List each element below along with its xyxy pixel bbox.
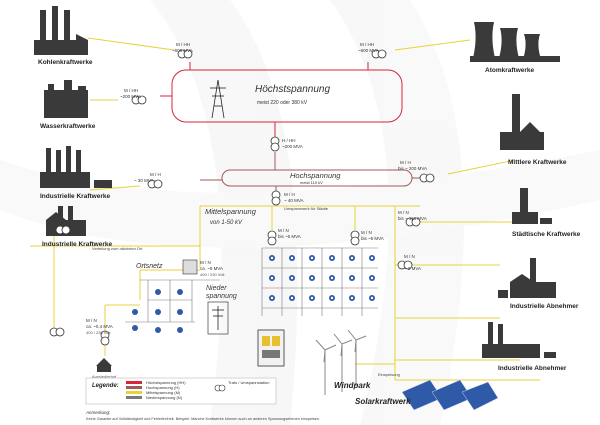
legend-item-0: Höchstspannung (HH)	[146, 380, 186, 385]
umspannwerk-label: Umspannwerk für Städte	[284, 206, 329, 211]
nieder-pylon-icon	[207, 301, 229, 335]
staedtisch-label: Städtische Kraftwerke	[512, 231, 581, 238]
legend-swatch-2	[126, 391, 142, 394]
t8-l2: bis ~ 110 MVA	[398, 216, 427, 221]
t1-l2: ~600 MVA	[172, 48, 193, 53]
t7-l2: ~ 40 MVA	[284, 198, 304, 203]
legend-swatch-3	[126, 396, 142, 399]
aussiedlerhof-icon	[96, 358, 112, 372]
t10-l2: bis ~5 MVA	[361, 236, 384, 241]
legend-item-2: Mittelspannung (M)	[146, 390, 181, 395]
t11-l2: ca. ~5 MVA	[200, 266, 223, 271]
t13-l2: ca. ~0,4 MVA	[86, 324, 113, 329]
t6-l1: M / H	[150, 172, 161, 177]
t1-l1: M / HH	[176, 42, 190, 47]
t12-l1: M / N	[404, 254, 415, 259]
industrielle1-label: Industrielle Kraftwerke	[40, 193, 110, 200]
einspeisung-label: Einspeisung	[378, 372, 400, 377]
ortsnetz-trafo-station-icon	[182, 259, 198, 275]
t11-l3: 400 / 230 Volt	[200, 272, 225, 277]
windpark-icon	[315, 329, 367, 395]
t11-l1: M / N	[200, 260, 211, 265]
note-title: Anmerkung:	[85, 410, 111, 415]
legend-item-1: Hochspannung (H)	[146, 385, 180, 390]
t13-l1: M / N	[86, 318, 97, 323]
industrielle1-plant-icon	[40, 146, 112, 188]
t9-l2: bis ~5 MVA	[278, 234, 301, 239]
legend-item-3: Niederspannung (N)	[146, 395, 183, 400]
hochspannung-title: Hochspannung	[290, 171, 341, 180]
transformer-icons	[49, 49, 435, 346]
hoechstspannung-lines	[160, 62, 403, 138]
verteilung-label: Verteilung zum nächsten Ort	[92, 246, 143, 251]
t5-l1: M / H	[400, 160, 411, 165]
note-text: Keine Garantie auf Vollständigkeit und F…	[86, 417, 320, 421]
solar-label: Solarkraftwerk	[355, 397, 411, 406]
house-icon	[132, 289, 183, 333]
legend-swatch-0	[126, 381, 142, 384]
kohle-plant-icon	[34, 6, 88, 55]
hochstspannung-pylon-icon	[210, 79, 226, 119]
abnehmer1-label: Industrielle Abnehmer	[510, 303, 579, 310]
t3-l1: M / HH	[124, 88, 138, 93]
legend-title: Legende:	[92, 383, 119, 389]
nieder-label-2: spannung	[206, 293, 237, 300]
ortsnetz-label: Ortsnetz	[136, 263, 163, 270]
wasser-plant-icon	[44, 80, 88, 118]
t13-l3: 400 / 230 Volt	[86, 330, 111, 335]
abnehmer2-label: Industrielle Abnehmer	[498, 365, 567, 372]
t4-l1: H / HH	[282, 138, 296, 143]
mittelspannung-sub: von 1-50 kV	[210, 220, 243, 226]
legend-trafo-label: Trafo / Umspannstation	[228, 380, 269, 385]
t12-l2: ~ 2 MVA	[404, 266, 421, 271]
industrielle2-label: Industrielle Kraftwerke	[42, 241, 112, 248]
staedtisch-plant-icon	[512, 188, 552, 224]
t5-l2: bis ~ 200 MVA	[398, 166, 427, 171]
atom-label: Atomkraftwerke	[485, 67, 535, 74]
t10-l1: M / N	[361, 230, 372, 235]
nieder-label-1: Nieder	[206, 285, 227, 292]
t7-l1: M / H	[284, 192, 295, 197]
t3-l2: ~200 MVA	[120, 94, 141, 99]
legend: Legende: Höchstspannung (HH)Hochspannung…	[85, 377, 277, 405]
t9-l1: M / N	[278, 228, 289, 233]
niederspannung-grid	[125, 247, 378, 323]
abnehmer1-plant-icon	[498, 258, 556, 298]
abnehmer2-plant-icon	[482, 322, 556, 358]
hoechstspannung-sub: meist 220 oder 380 kV	[257, 100, 308, 106]
mittlere-label: Mittlere Kraftwerke	[508, 159, 567, 166]
hoechstspannung-title: Höchstspannung	[255, 84, 330, 95]
aussiedlerhof-label: Aussiedlerhof	[92, 374, 117, 379]
wasser-label: Wasserkraftwerke	[40, 123, 96, 130]
solar-panels-icon	[401, 379, 499, 411]
t2-l1: M / HH	[360, 42, 374, 47]
substation-icon	[257, 329, 285, 367]
atom-plant-icon	[470, 22, 560, 62]
t4-l2: ~200 MVA	[282, 144, 303, 149]
hochspannung-sub: meist 110 kV	[300, 180, 323, 185]
mittlere-plant-icon	[500, 94, 544, 150]
t2-l2: ~600 MVA	[358, 48, 379, 53]
kohle-label: Kohlenkraftwerke	[38, 59, 93, 66]
legend-swatch-1	[126, 386, 142, 389]
t8-l1: M / N	[398, 210, 409, 215]
mittelspannung-title: Mittelspannung	[205, 207, 257, 216]
windpark-label: Windpark	[334, 381, 371, 390]
t6-l2: ~ 30 MVA	[134, 178, 154, 183]
